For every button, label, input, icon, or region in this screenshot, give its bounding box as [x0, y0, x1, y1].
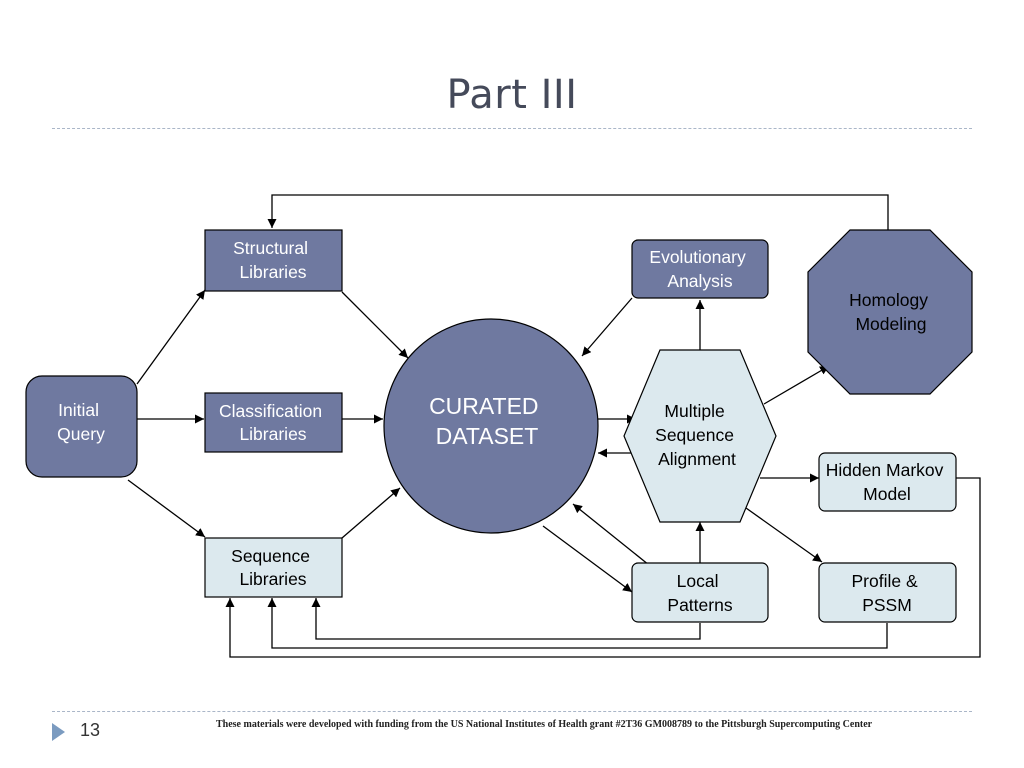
- footer-divider: [52, 711, 972, 712]
- svg-text:Classification Libraries: Classification Libraries: [219, 401, 327, 444]
- arrow-homology-to-structural: [267, 194, 889, 230]
- arrow-msa-to-profile: [745, 507, 823, 563]
- node-homology-modeling: Homology Modeling: [807, 229, 973, 395]
- node-structural-libraries: Structural Libraries: [204, 229, 343, 292]
- arrow-msa-to-homology: [763, 365, 830, 405]
- svg-text:Hidden Markov Model: Hidden Markov Model: [826, 460, 949, 504]
- svg-text:Local Patterns: Local Patterns: [667, 571, 732, 615]
- node-curated-dataset: CURATED DATASET: [383, 318, 599, 534]
- svg-text:Homology Modeling: Homology Modeling: [849, 290, 933, 334]
- node-profile-pssm: Profile & PSSM: [818, 562, 957, 623]
- node-initial-query: Initial Query: [25, 375, 138, 478]
- node-multiple-sequence-alignment: Multiple Sequence Alignment: [623, 349, 777, 523]
- arrow-query-to-structural: [136, 289, 206, 385]
- svg-text:Evolutionary Analysis: Evolutionary Analysis: [649, 247, 750, 291]
- arrow-structural-to-curated: [341, 291, 409, 359]
- arrow-hmm-to-sequence: [225, 477, 981, 658]
- svg-text:Multiple Sequence: Multiple Sequence Alignment: [655, 401, 739, 469]
- page-number: 13: [80, 720, 101, 740]
- arrow-curated-to-local: [542, 525, 633, 593]
- arrow-sequence-to-curated: [341, 487, 401, 539]
- node-local-patterns: Local Patterns: [631, 562, 769, 623]
- arrow-local-to-sequence: [311, 598, 701, 640]
- footer-credit: These materials were developed with fund…: [216, 719, 873, 730]
- arrow-query-to-sequence: [127, 479, 206, 538]
- svg-text:Structural Libraries: Structural Libraries: [233, 238, 313, 282]
- triangle-bullet-icon: [52, 723, 65, 741]
- arrow-profile-to-sequence: [267, 598, 888, 649]
- slide-title: Part III: [446, 72, 578, 118]
- node-hidden-markov-model: Hidden Markov Model: [818, 452, 957, 512]
- svg-text:Profile & PSSM: Profile & PSSM: [851, 571, 922, 615]
- svg-text:Initial Query: Initial Query: [57, 400, 105, 444]
- title-divider: [52, 128, 972, 129]
- svg-text:CURATED DATASET: CURATED DATASET: [429, 393, 545, 449]
- connectors: [127, 194, 981, 658]
- node-evolutionary-analysis: Evolutionary Analysis: [631, 239, 769, 299]
- svg-text:Sequence Libraries: Sequence Libraries: [231, 546, 315, 589]
- arrow-evolutionary-to-curated: [581, 297, 633, 357]
- arrow-local-to-curated: [572, 503, 650, 566]
- node-classification-libraries: Classification Libraries: [204, 392, 343, 453]
- node-sequence-libraries: Sequence Libraries: [204, 537, 343, 598]
